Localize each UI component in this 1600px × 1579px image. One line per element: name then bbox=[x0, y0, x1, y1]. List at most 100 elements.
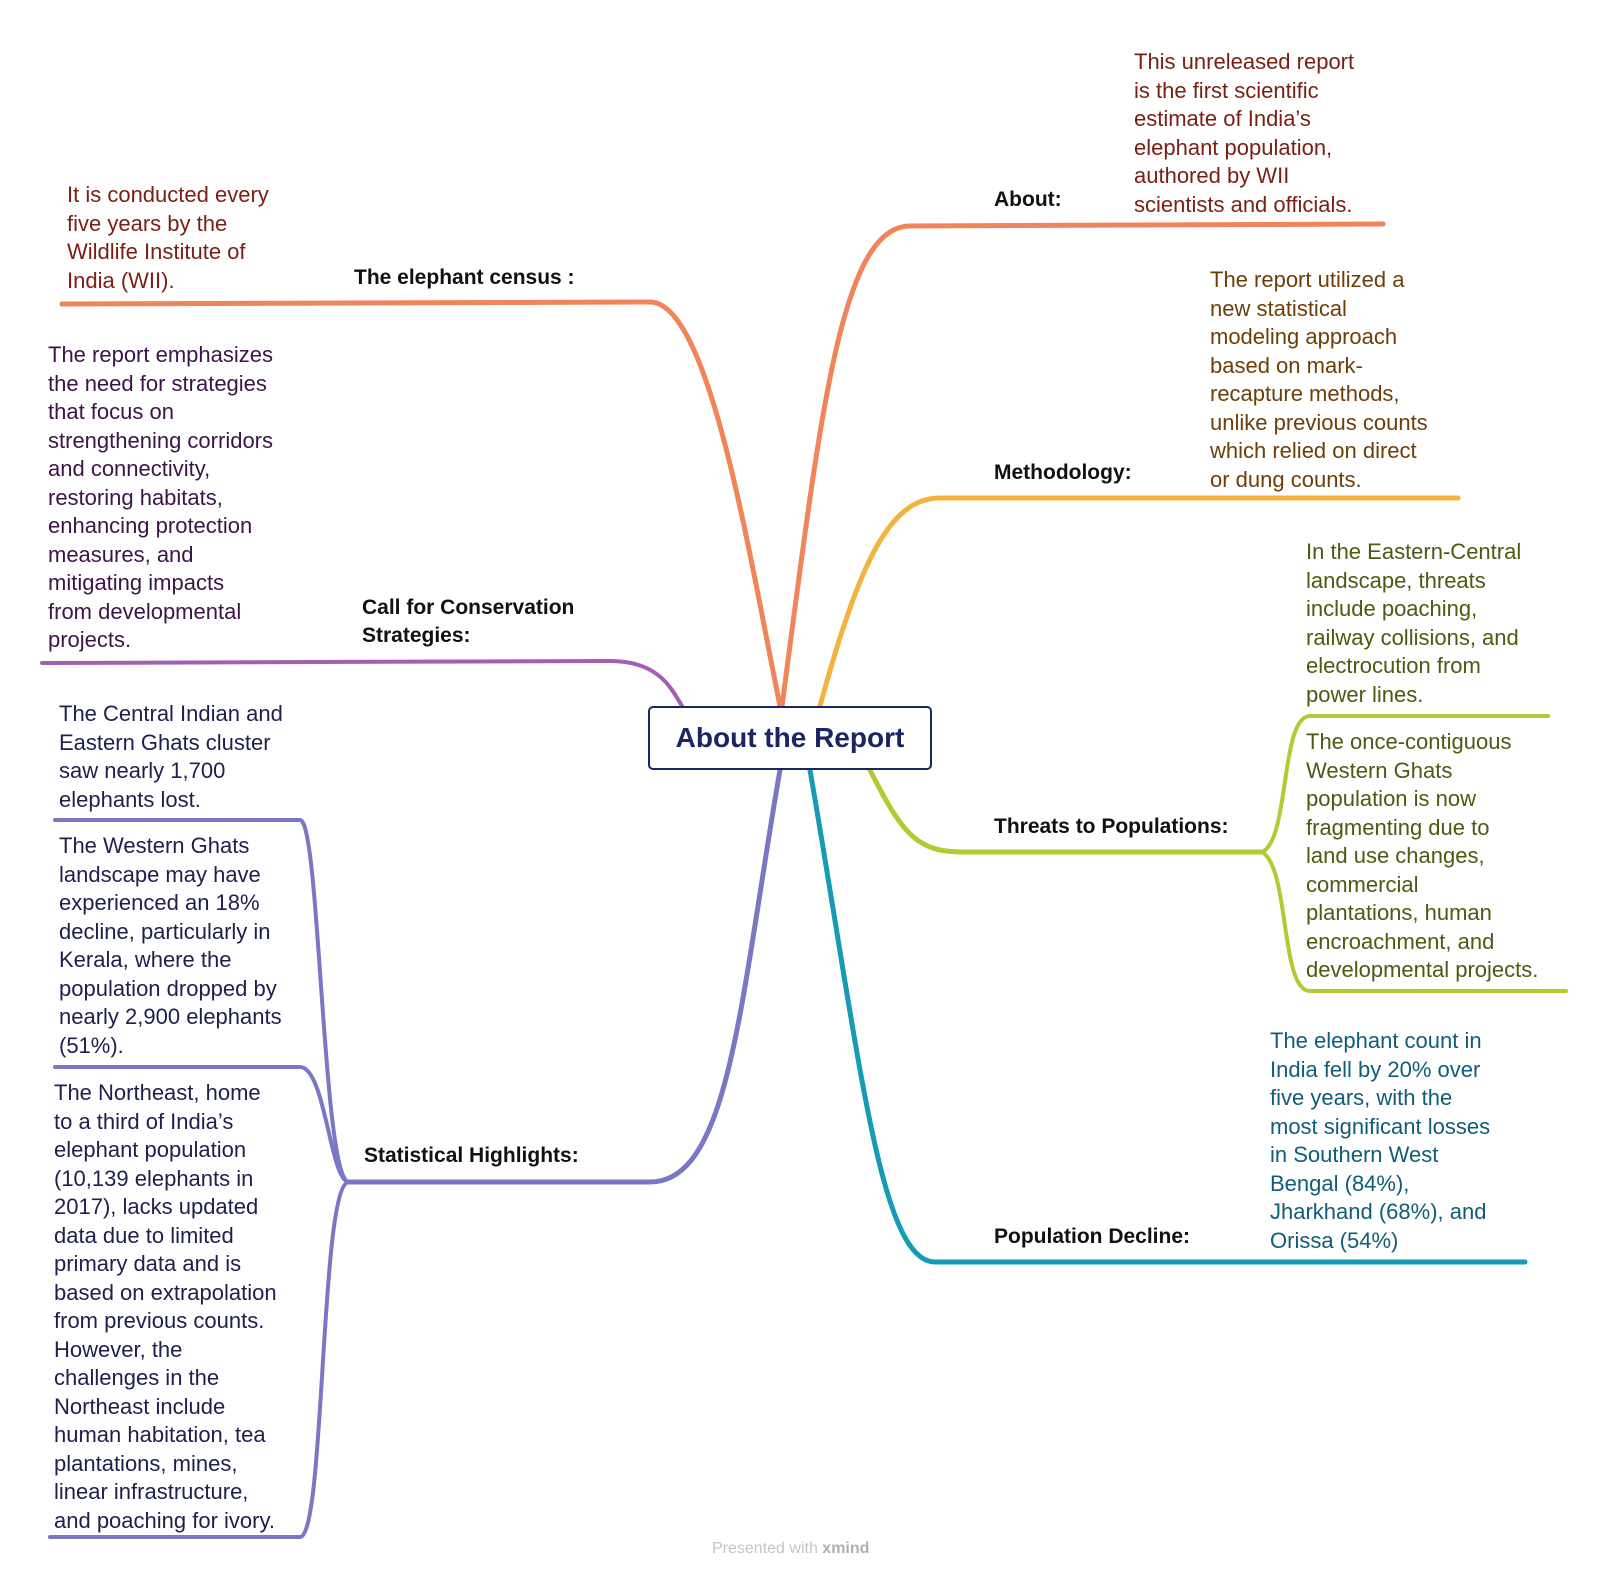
text-line: human habitation, tea bbox=[54, 1422, 266, 1447]
text-line: The elephant count in bbox=[1270, 1028, 1482, 1053]
text-line: electrocution from bbox=[1306, 653, 1481, 678]
text-line: Bengal (84%), bbox=[1270, 1170, 1410, 1196]
connector-conservation bbox=[40, 659, 684, 708]
footer-prefix: Presented with bbox=[712, 1540, 818, 1557]
text-line: fragmenting due to bbox=[1306, 814, 1490, 840]
text-line: is the first scientific bbox=[1134, 77, 1319, 103]
text-line: The Northeast, home bbox=[54, 1080, 261, 1105]
text-line: unlike previous counts bbox=[1210, 409, 1428, 435]
note-conservation-strategies: The report emphasizes the need for strate… bbox=[48, 341, 273, 655]
text-line: land use changes, bbox=[1306, 843, 1485, 868]
connector-threats bbox=[867, 767, 1265, 855]
text-line: in Southern West bbox=[1270, 1142, 1439, 1167]
connector-census bbox=[59, 299, 783, 709]
text-line: The Central Indian and bbox=[59, 701, 283, 726]
text-line: include poaching, bbox=[1306, 596, 1478, 621]
connector-stats-note-2 bbox=[53, 1065, 350, 1184]
text-line: (51%). bbox=[59, 1032, 124, 1058]
text-line: estimate of India’s bbox=[1134, 106, 1311, 131]
text-line: challenges in the bbox=[54, 1365, 220, 1390]
text-line: authored by WII bbox=[1134, 163, 1290, 188]
text-line: five years, with the bbox=[1270, 1085, 1453, 1110]
text-line: The Western Ghats bbox=[59, 833, 250, 858]
text-line: modeling approach bbox=[1210, 324, 1398, 349]
text-line: which relied on direct bbox=[1210, 438, 1417, 463]
text-line: plantations, mines, bbox=[54, 1450, 238, 1476]
note-about: This unreleased report is the first scien… bbox=[1134, 48, 1354, 219]
text-line: landscape, threats bbox=[1306, 567, 1486, 593]
topic-threats[interactable]: Threats to Populations: bbox=[994, 815, 1229, 838]
connector-stats bbox=[345, 767, 783, 1185]
text-line: most significant losses bbox=[1270, 1113, 1491, 1139]
topic-about[interactable]: About: bbox=[994, 188, 1062, 211]
note-population-decline: The elephant count in India fell by 20% o… bbox=[1270, 1027, 1490, 1255]
text-line: Jharkhand (68%), and bbox=[1270, 1199, 1487, 1224]
text-line: measures, and bbox=[48, 541, 194, 567]
text-line: experienced an 18% bbox=[59, 890, 260, 915]
connector-threats-note-2 bbox=[1260, 850, 1568, 993]
text-line: decline, particularly in bbox=[59, 918, 271, 944]
text-line: commercial bbox=[1306, 871, 1419, 897]
connector-about bbox=[779, 221, 1386, 709]
text-line: Wildlife Institute of bbox=[67, 239, 246, 264]
text-line: developmental projects. bbox=[1306, 957, 1539, 982]
text-line: power lines. bbox=[1306, 681, 1424, 707]
text-line: population dropped by bbox=[59, 975, 277, 1001]
text-line: to a third of India’s bbox=[54, 1108, 234, 1134]
topic-elephant-census[interactable]: The elephant census : bbox=[354, 266, 575, 289]
text-line: In the Eastern-Central bbox=[1306, 539, 1522, 564]
text-line: elephant population bbox=[54, 1137, 247, 1162]
topic-statistical-highlights[interactable]: Statistical Highlights: bbox=[364, 1144, 579, 1167]
footer-credit: Presented with xmind bbox=[712, 1540, 869, 1558]
text-line: Northeast include bbox=[54, 1393, 226, 1419]
text-line: restoring habitats, bbox=[48, 484, 223, 510]
text-line: 2017), lacks updated bbox=[54, 1194, 259, 1219]
topic-methodology[interactable]: Methodology: bbox=[994, 461, 1132, 484]
text-line: India fell by 20% over bbox=[1270, 1056, 1481, 1082]
central-topic[interactable]: About the Report bbox=[648, 706, 932, 770]
topic-population-decline[interactable]: Population Decline: bbox=[994, 1225, 1191, 1248]
connector-stats-note-3 bbox=[48, 1180, 350, 1539]
text-line: The report emphasizes bbox=[48, 342, 273, 367]
text-line: It is conducted every bbox=[67, 182, 269, 207]
text-line: that focus on bbox=[48, 399, 174, 424]
text-line: five years by the bbox=[67, 210, 228, 236]
text-line: recapture methods, bbox=[1210, 381, 1400, 406]
text-line: Orissa (54%) bbox=[1270, 1227, 1399, 1253]
connector-methodology bbox=[817, 495, 1461, 709]
text-line: nearly 2,900 elephants bbox=[59, 1004, 282, 1029]
text-line: and connectivity, bbox=[48, 456, 211, 481]
text-line: saw nearly 1,700 bbox=[59, 758, 226, 783]
text-line: Western Ghats bbox=[1306, 757, 1453, 783]
text-line: elephant population, bbox=[1134, 134, 1333, 160]
connector-threats-note-1 bbox=[1260, 714, 1550, 854]
text-line: population is now bbox=[1306, 786, 1477, 811]
text-line: mitigating impacts bbox=[48, 570, 225, 595]
note-threats-eastern-central: In the Eastern-Central landscape, threats… bbox=[1306, 538, 1521, 709]
text-line: the need for strategies bbox=[48, 370, 267, 396]
text-line: based on extrapolation bbox=[54, 1279, 277, 1305]
text-line: linear infrastructure, bbox=[54, 1479, 249, 1504]
text-line: However, the bbox=[54, 1336, 183, 1362]
text-line: based on mark- bbox=[1210, 352, 1363, 378]
text-line: enhancing protection bbox=[48, 513, 253, 538]
note-methodology: The report utilized a new statistical mode… bbox=[1210, 266, 1428, 494]
text-line: new statistical bbox=[1210, 295, 1347, 321]
text-line: plantations, human bbox=[1306, 900, 1492, 925]
text-line: This unreleased report bbox=[1134, 49, 1355, 74]
text-line: The report utilized a bbox=[1210, 267, 1405, 292]
footer-brand: xmind bbox=[822, 1540, 870, 1557]
text-line: (10,139 elephants in bbox=[54, 1165, 254, 1191]
text-line: elephants lost. bbox=[59, 786, 201, 812]
connector-stats-note-1 bbox=[53, 818, 350, 1184]
text-line: from previous counts. bbox=[54, 1308, 265, 1333]
text-line: projects. bbox=[48, 627, 132, 652]
text-line: Call for Conservation bbox=[362, 596, 575, 619]
text-line: Kerala, where the bbox=[59, 947, 232, 972]
